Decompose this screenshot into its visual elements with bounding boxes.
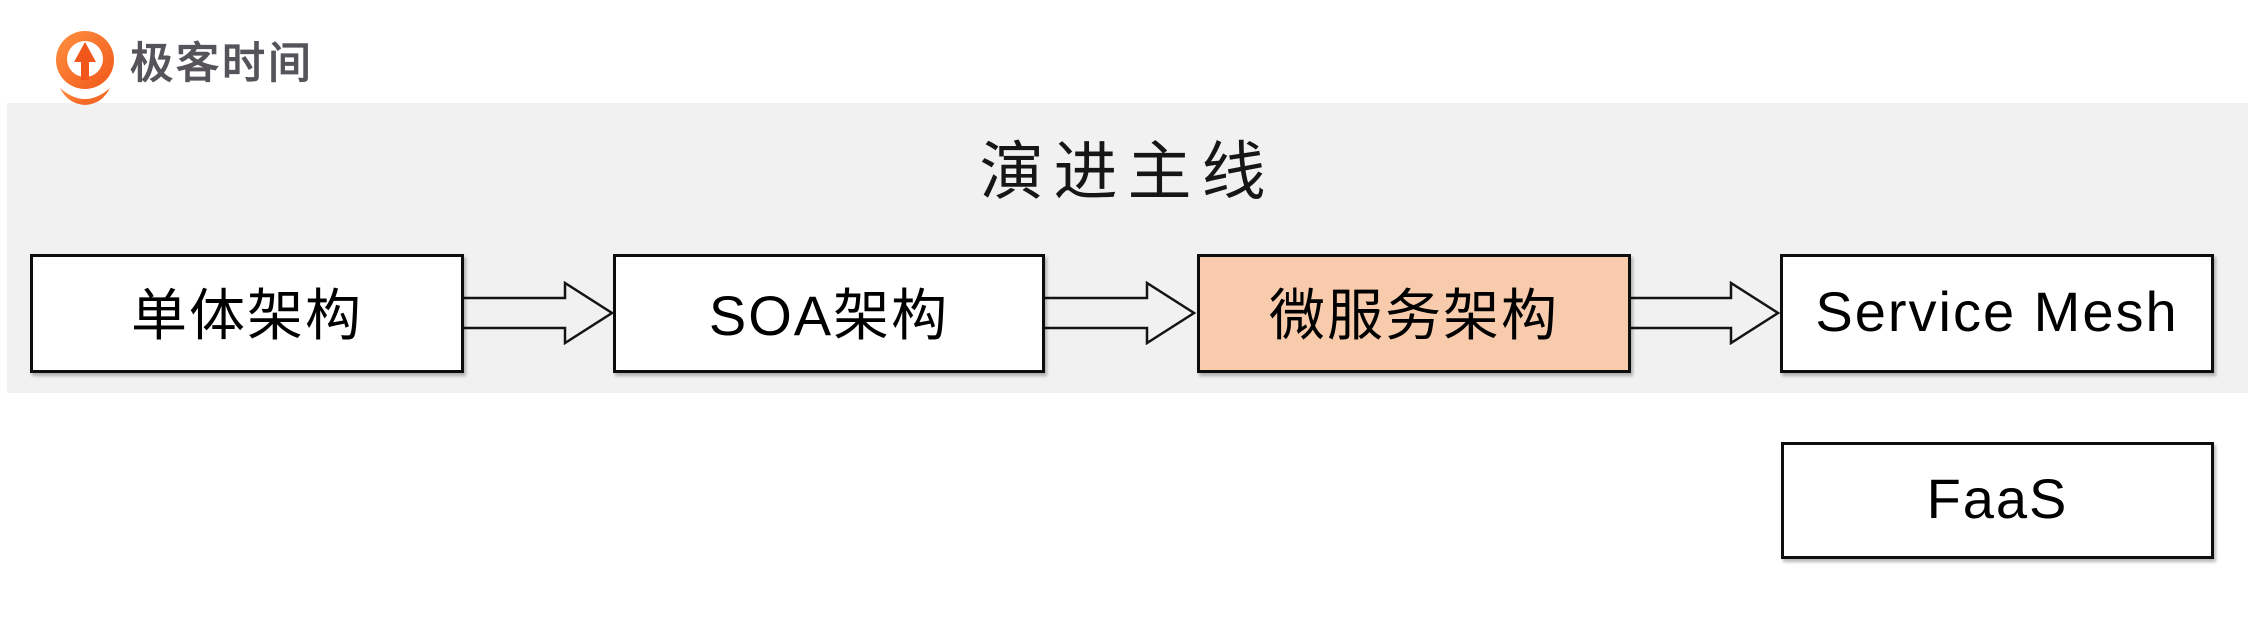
brand-name: 极客时间 [130, 39, 314, 88]
diagram-title: 演进主线 [979, 137, 1276, 208]
brand-logo: 极客时间 [54, 28, 314, 110]
block-arrow-right-icon [1045, 281, 1197, 345]
flow-box-label: 微服务架构 [1269, 284, 1559, 347]
flow-box-monolith: 单体架构 [30, 254, 464, 373]
flow-box-faas: FaaS [1781, 442, 2214, 559]
flow-box-label: Service Mesh [1815, 280, 2179, 343]
flow-box-label: FaaS [1926, 467, 2069, 530]
geektime-logo-icon [56, 31, 114, 105]
flow-box-microservices: 微服务架构 [1197, 254, 1631, 373]
block-arrow-right-icon [1629, 281, 1781, 345]
flow-box-label: 单体架构 [131, 284, 363, 347]
flow-box-soa: SOA架构 [613, 254, 1045, 373]
flow-box-service-mesh: Service Mesh [1780, 254, 2214, 373]
block-arrow-right-icon [463, 281, 615, 345]
flow-box-label: SOA架构 [708, 284, 950, 347]
